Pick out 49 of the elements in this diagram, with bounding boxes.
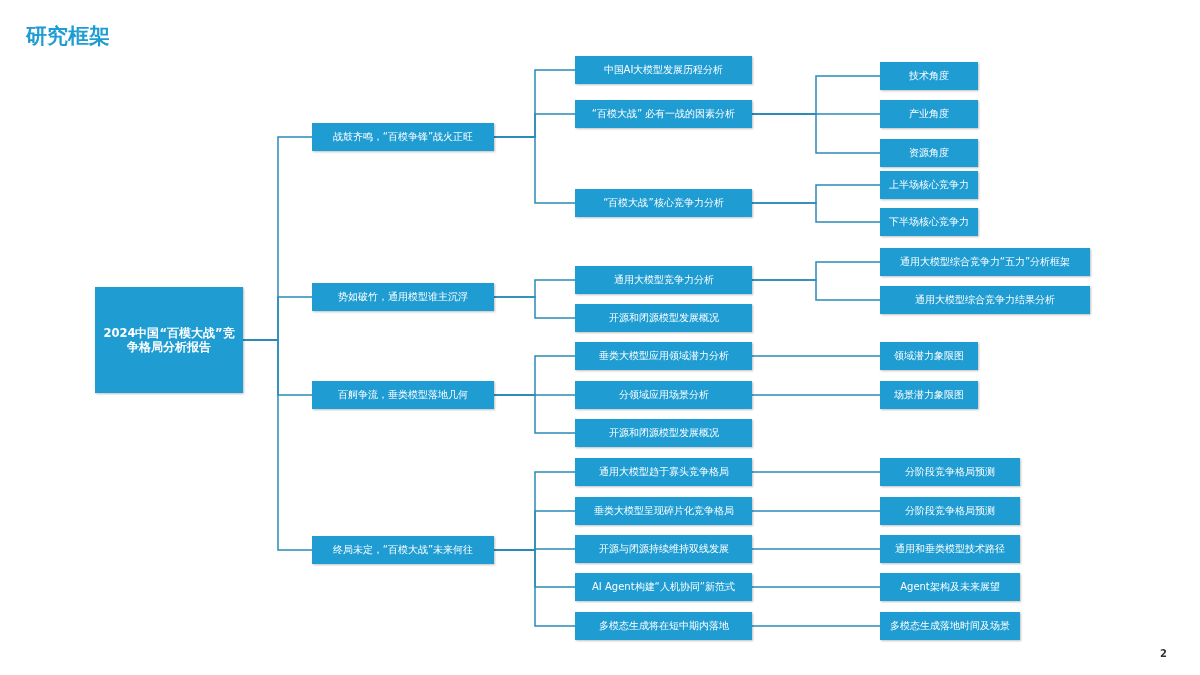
page-title: 研究框架 <box>26 23 110 50</box>
connector-line <box>493 549 576 627</box>
topic-box: 领域潜力象限图 <box>880 342 978 370</box>
topic-box: 产业角度 <box>880 100 978 128</box>
topic-box: 势如破竹，通用模型谁主沉浮 <box>312 283 494 311</box>
connector-line <box>751 625 881 627</box>
topic-box: “百模大战”核心竞争力分析 <box>575 189 752 217</box>
connector-line <box>493 394 576 434</box>
topic-box: 开源和闭源模型发展概况 <box>575 304 752 332</box>
topic-box: 战鼓齐鸣，“百模争锋”战火正旺 <box>312 123 494 151</box>
topic-box: 通用大模型趋于寡头竞争格局 <box>575 458 752 486</box>
topic-box: 分阶段竞争格局预测 <box>880 458 1020 486</box>
connector-line <box>751 510 881 512</box>
root-topic-box: 2024中国“百模大战”竞争格局分析报告 <box>95 287 243 393</box>
connector-line <box>242 339 313 551</box>
topic-box: 通用大模型竞争力分析 <box>575 266 752 294</box>
topic-box: “百模大战” 必有一战的因素分析 <box>575 100 752 128</box>
topic-box: 通用和垂类模型技术路径 <box>880 535 1020 563</box>
connector-line <box>751 279 881 301</box>
topic-box: 多模态生成落地时间及场景 <box>880 612 1020 640</box>
topic-box: 通用大模型综合竞争力结果分析 <box>880 286 1090 314</box>
connector-line <box>751 394 881 396</box>
topic-box: 通用大模型综合竞争力“五力”分析框架 <box>880 248 1090 276</box>
topic-box: 下半场核心竞争力 <box>880 208 978 236</box>
page-number: 2 <box>1160 648 1167 659</box>
connector-line <box>751 548 881 550</box>
topic-box: 资源角度 <box>880 139 978 167</box>
connector-line <box>493 296 576 319</box>
topic-box: 终局未定，“百模大战”未来何往 <box>312 536 494 564</box>
topic-box: 上半场核心竞争力 <box>880 171 978 199</box>
topic-box: 技术角度 <box>880 62 978 90</box>
topic-box: 百舸争流，垂类模型落地几何 <box>312 381 494 409</box>
topic-box: 开源与闭源持续维持双线发展 <box>575 535 752 563</box>
topic-box: 中国AI大模型发展历程分析 <box>575 56 752 84</box>
connector-line <box>751 202 881 223</box>
connector-line <box>751 586 881 588</box>
topic-box: 垂类大模型应用领域潜力分析 <box>575 342 752 370</box>
connector-line <box>751 471 881 473</box>
topic-box: 分领域应用场景分析 <box>575 381 752 409</box>
connector-line <box>751 113 881 154</box>
topic-box: 场景潜力象限图 <box>880 381 978 409</box>
connector-line <box>751 355 881 357</box>
topic-box: 分阶段竞争格局预测 <box>880 497 1020 525</box>
connector-line <box>493 136 576 204</box>
topic-box: 垂类大模型呈现碎片化竞争格局 <box>575 497 752 525</box>
topic-box: AI Agent构建“人机协同”新范式 <box>575 573 752 601</box>
topic-box: 开源和闭源模型发展概况 <box>575 419 752 447</box>
topic-box: 多模态生成将在短中期内落地 <box>575 612 752 640</box>
topic-box: Agent架构及未来展望 <box>880 573 1020 601</box>
